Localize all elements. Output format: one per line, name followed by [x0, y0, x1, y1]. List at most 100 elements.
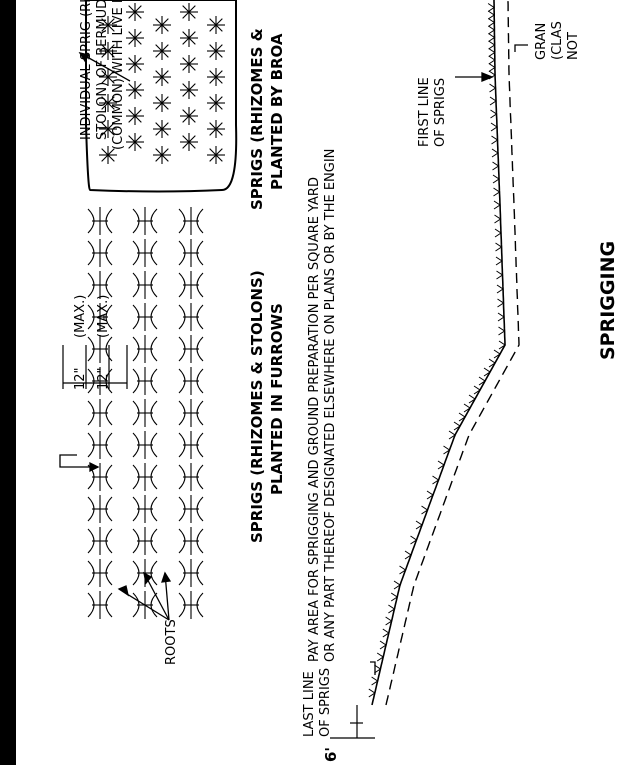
furrow-sprig: [87, 463, 113, 491]
last-line-leader: [370, 661, 376, 675]
furrow-sprig: [87, 559, 113, 587]
sprig-tick: [415, 520, 423, 530]
broadcast-sprig: [180, 81, 198, 99]
sprig-tick: [494, 228, 502, 238]
sprig-tick: [488, 18, 496, 27]
furrow-sprig: [132, 303, 158, 331]
furrow-sprig: [87, 495, 113, 523]
broadcast-sprig: [180, 29, 198, 47]
sprig-tick: [374, 664, 382, 674]
sprig-tick: [497, 298, 505, 308]
broadcast-sprig: [126, 29, 144, 47]
ground-profile: [368, 0, 520, 706]
broadcast-sprig: [207, 42, 225, 60]
ground-note-line-3: NOT: [566, 32, 581, 60]
furrow-sprig: [87, 431, 113, 459]
furrow-sprig-rows: [87, 207, 204, 619]
first-line-label-2: OF SPRIGS: [433, 78, 448, 147]
broadcast-sprig: [99, 146, 117, 164]
broadcast-sprigs: [99, 3, 225, 164]
sprig-tick: [487, 3, 496, 12]
furrow-spacing-dim-1: 12": [73, 367, 88, 390]
furrow-sprig: [87, 367, 113, 395]
drawing-title: SPRIGGING: [597, 241, 619, 360]
sprig-tick: [473, 385, 481, 395]
broadcast-sprig: [180, 107, 198, 125]
sprig-tick: [463, 403, 471, 413]
broadcast-sprig: [99, 120, 117, 138]
furrow-sprig: [132, 463, 158, 491]
broadcast-sprig: [126, 133, 144, 151]
broadcast-sprig: [153, 146, 171, 164]
furrow-spacing-dimensions: [62, 345, 128, 389]
broadcast-sprig: [99, 42, 117, 60]
furrow-sprig: [132, 239, 158, 267]
broadcast-sprig: [180, 55, 198, 73]
furrow-sprig: [87, 591, 113, 619]
sprig-tick: [379, 640, 387, 650]
furrow-sprig: [132, 527, 158, 555]
sprig-tick: [489, 96, 497, 106]
pay-area-note-line-1: PAY AREA FOR SPRIGGING AND GROUND PREPAR…: [307, 177, 322, 662]
broadcast-sprig: [207, 146, 225, 164]
furrow-sprig: [178, 591, 204, 619]
dimension-label: 6': [322, 747, 340, 762]
furrow-sprig: [178, 303, 204, 331]
sprig-tick: [376, 652, 385, 662]
sprig-tick: [368, 688, 376, 698]
sprig-tick: [493, 200, 501, 210]
last-line-label-1: LAST LINE: [302, 671, 317, 737]
furrow-sprig: [178, 271, 204, 299]
sprig-tick: [491, 148, 499, 158]
sprig-tick: [488, 33, 496, 42]
furrow-sprig: [87, 303, 113, 331]
broadcast-sprig: [180, 133, 198, 151]
broadcast-sprig: [153, 16, 171, 34]
sprig-tick: [443, 445, 451, 455]
furrow-sprig: [87, 271, 113, 299]
sprig-tick: [478, 376, 486, 386]
sprig-tick: [393, 580, 401, 590]
frame-border-left: [0, 0, 16, 765]
broadcast-sprig: [126, 107, 144, 125]
furrow-sprig: [178, 527, 204, 555]
last-line-label-2: OF SPRIGS: [318, 668, 333, 737]
furrow-sprig: [132, 367, 158, 395]
furrow-sprig: [178, 335, 204, 363]
first-line-label-1: FIRST LINE: [417, 77, 432, 147]
sprig-tick: [468, 394, 476, 404]
pay-area-note-line-2: OR ANY PART THEREOF DESIGNATED ELSEWHERE…: [323, 149, 338, 662]
first-line-leader: [455, 44, 528, 82]
sprig-tick: [494, 214, 502, 224]
broadcast-sprig: [153, 120, 171, 138]
furrow-sprig: [87, 239, 113, 267]
furrow-sprig: [178, 431, 204, 459]
sprig-tick: [497, 312, 505, 322]
furrow-sprig: [132, 207, 158, 235]
ground-note-line-1: GRAN: [534, 23, 549, 60]
sprig-tick: [488, 40, 496, 50]
furrow-sprig: [178, 463, 204, 491]
broadcast-sprig: [126, 55, 144, 73]
broadcast-caption-line-1: SPRIGS (RHIZOMES &: [248, 28, 266, 210]
furrow-sprig: [178, 495, 204, 523]
furrow-sprig: [132, 591, 158, 619]
sprig-tick: [498, 340, 506, 350]
sprig-tick: [437, 460, 445, 470]
broadcast-sprig: [207, 16, 225, 34]
sprig-tick: [488, 63, 496, 72]
ground-note-line-2: (CLAS: [550, 21, 565, 60]
sprig-tick: [426, 490, 434, 500]
broadcast-sprig: [99, 94, 117, 112]
furrow-sprig: [132, 495, 158, 523]
sprig-tick: [385, 616, 393, 626]
sprig-tick: [498, 326, 506, 336]
broadcast-sprig: [153, 68, 171, 86]
sprig-tick: [495, 256, 503, 266]
sprig-tick: [453, 421, 461, 431]
pay-area-dimension: [330, 705, 375, 739]
broadcast-sprig: [153, 94, 171, 112]
sprig-tick: [495, 242, 503, 252]
furrows-caption-line-2: PLANTED IN FURROWS: [268, 303, 286, 495]
